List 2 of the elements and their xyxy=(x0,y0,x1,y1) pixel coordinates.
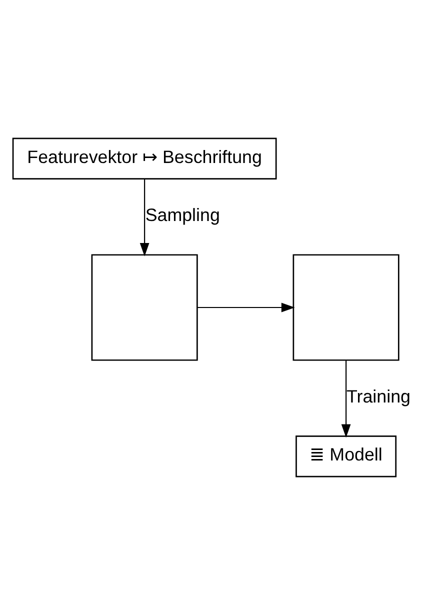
edge-label: Training xyxy=(346,386,410,406)
edge-label: Sampling xyxy=(145,204,220,225)
